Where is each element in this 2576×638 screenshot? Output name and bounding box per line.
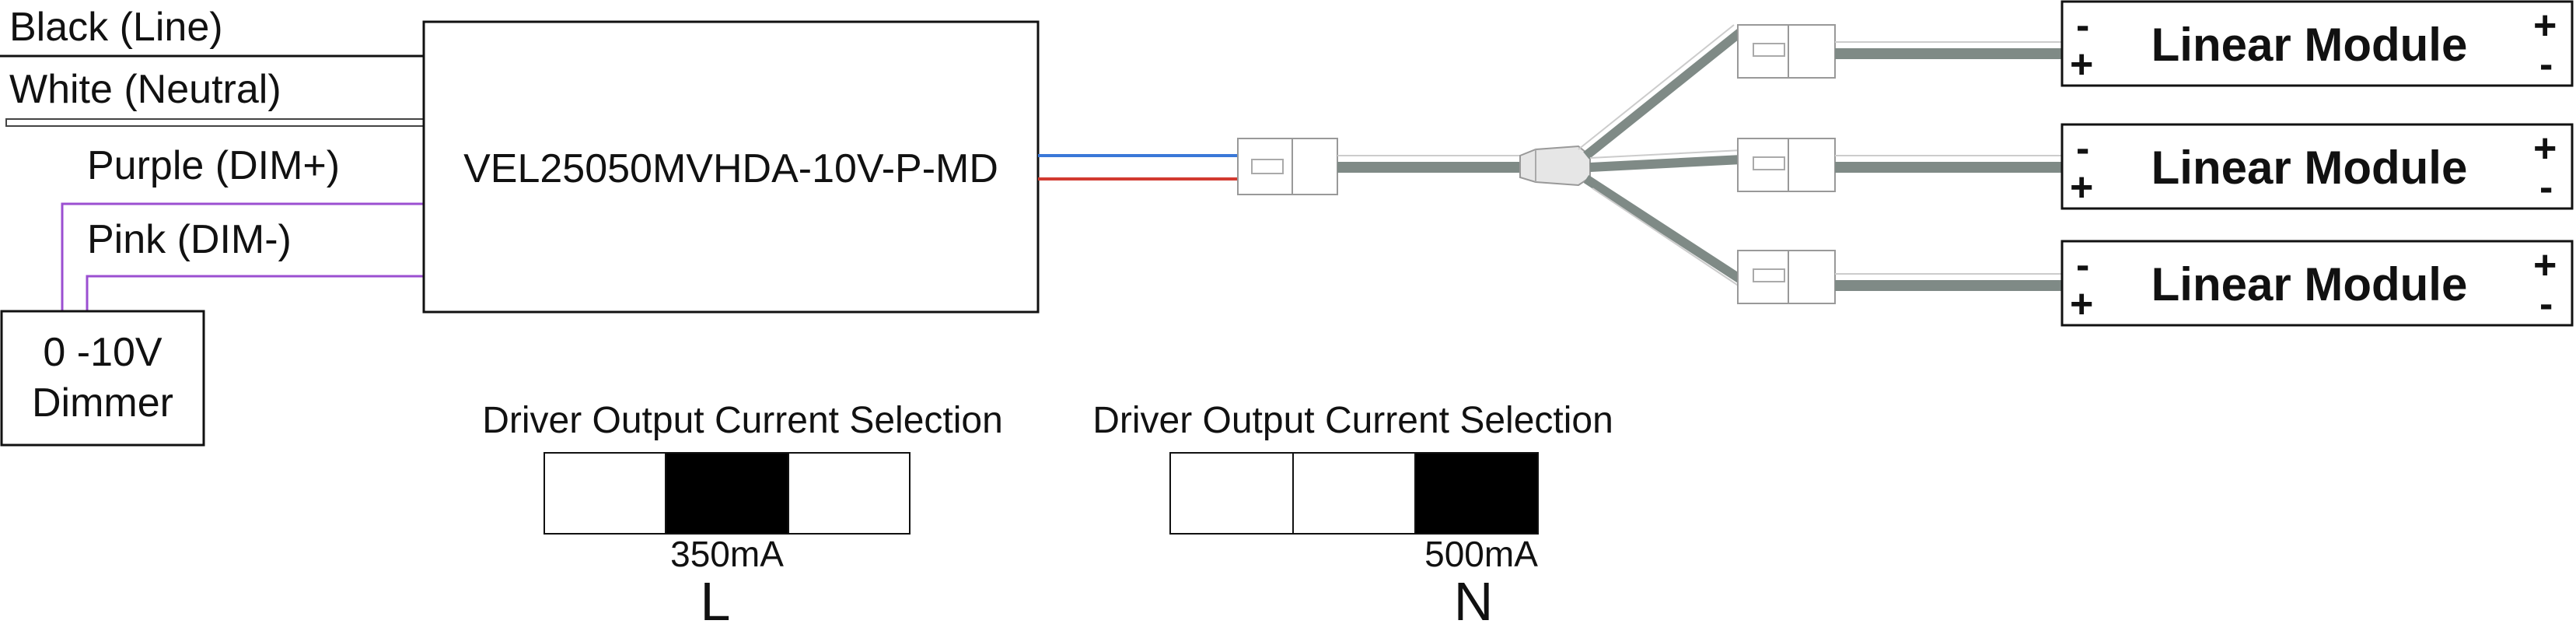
splitter [1519, 145, 1591, 187]
current-selection-1-value: 350mA [670, 534, 784, 574]
white-neutral-label: White (Neutral) [9, 67, 281, 112]
branch-connector-2-latch [1788, 138, 1836, 192]
branch-cable-bottom [1583, 174, 1745, 285]
main-cable [1337, 162, 1520, 173]
black-line-label: Black (Line) [9, 5, 223, 50]
branch-connector-3-latch [1788, 250, 1836, 304]
current-selection-2-value: 500mA [1424, 534, 1538, 574]
linear-module-2-right-bottom-pole: - [2539, 165, 2553, 210]
branch-connector-1 [1737, 24, 2062, 79]
branch-cable-2 [1835, 162, 2062, 173]
current-selection-1-title: Driver Output Current Selection [482, 400, 1003, 441]
purple-dim-plus-label: Purple (DIM+) [87, 143, 340, 188]
main-connector [1237, 138, 1520, 195]
linear-module-1-left-bottom-pole: + [2070, 42, 2093, 87]
driver-box [422, 20, 1040, 314]
branch-cable-middle-edge [1589, 149, 1742, 159]
linear-modules: - + Linear Module + - - + Linear Module … [2060, 0, 2574, 327]
branch-cable-bottom-edge [1592, 188, 1742, 289]
branch-cables [1578, 24, 1745, 289]
linear-module-1-box [2060, 0, 2574, 87]
branch-connector-2-pin [1753, 156, 1785, 170]
current-selection-2-title: Driver Output Current Selection [1092, 400, 1613, 441]
linear-module-2-left-top-pole: - [2076, 126, 2089, 171]
linear-module-2: - + Linear Module + - [2060, 123, 2574, 210]
linear-module-1-right-bottom-pole: - [2539, 42, 2553, 87]
current-selection-2-segment-1 [1169, 452, 1294, 535]
current-selection-2-letter: N [1454, 571, 1494, 632]
branch-connector-3 [1737, 250, 2062, 304]
pink-dim-minus-label: Pink (DIM-) [87, 217, 292, 262]
main-connector-pin [1251, 159, 1284, 174]
output-wires [1038, 154, 1238, 181]
linear-module-3-left-bottom-pole: + [2070, 282, 2093, 327]
linear-module-1-right-top-pole: + [2533, 3, 2557, 48]
current-selection-1-segment-2 [665, 452, 789, 535]
linear-module-2-label: Linear Module [2151, 142, 2468, 194]
branch-cable-1 [1835, 48, 2062, 59]
current-selection-1: Driver Output Current Selection 350mA L [482, 400, 1003, 632]
branch-cable-middle [1589, 155, 1742, 172]
main-connector-latch [1291, 138, 1338, 195]
linear-module-3-box [2060, 240, 2574, 327]
branch-cable-3 [1835, 280, 2062, 291]
linear-module-2-left-bottom-pole: + [2070, 165, 2093, 210]
white-neutral-wire [5, 118, 425, 127]
branch-connectors [1737, 24, 2062, 304]
linear-module-3-left-top-pole: - [2076, 243, 2089, 288]
dimmer-box [0, 310, 205, 447]
current-selection-2-segment-2 [1292, 452, 1416, 535]
dimmer-line2: Dimmer [32, 380, 173, 426]
splitter-body [1519, 145, 1591, 187]
linear-module-3-right-bottom-pole: - [2539, 282, 2553, 327]
current-selection-2: Driver Output Current Selection 500mA N [1092, 400, 1613, 632]
linear-module-1-label: Linear Module [2151, 19, 2468, 71]
purple-dim-plus-wire [61, 202, 424, 311]
current-selection-2-segment-3 [1414, 452, 1539, 535]
current-selection-1-segment-3 [788, 452, 911, 535]
driver-label: VEL25050MVHDA-10V-P-MD [463, 146, 998, 191]
linear-module-1-left-top-pole: - [2076, 3, 2089, 48]
linear-module-3: - + Linear Module + - [2060, 240, 2574, 327]
linear-module-1: - + Linear Module + - [2060, 0, 2574, 87]
branch-connector-1-latch [1788, 24, 1836, 79]
branch-connector-3-pin [1753, 268, 1785, 282]
branch-connector-1-pin [1753, 43, 1785, 57]
pink-dim-minus-wire [86, 275, 424, 311]
driver: VEL25050MVHDA-10V-P-MD [422, 20, 1040, 314]
branch-cable-top-edge [1578, 24, 1735, 150]
current-selection-1-segment-1 [544, 452, 666, 535]
linear-module-3-label: Linear Module [2151, 258, 2468, 310]
branch-cable-top [1583, 27, 1745, 160]
current-selection-1-letter: L [701, 571, 731, 632]
input-wires: Black (Line) White (Neutral) Purple (DIM… [0, 5, 425, 311]
linear-module-2-right-top-pole: + [2533, 126, 2557, 171]
linear-module-2-box [2060, 123, 2574, 210]
branch-connector-2 [1737, 138, 2062, 192]
dimmer-line1: 0 -10V [43, 330, 163, 375]
dimmer: 0 -10V Dimmer [0, 310, 205, 447]
linear-module-3-right-top-pole: + [2533, 243, 2557, 288]
